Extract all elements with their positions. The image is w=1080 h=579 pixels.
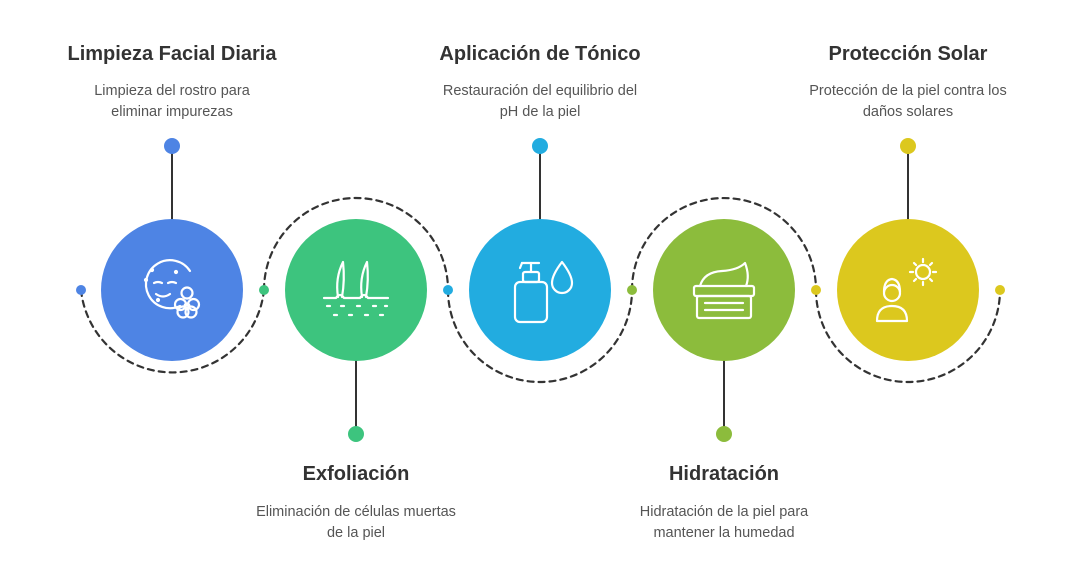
- junction-dot-1-2: [259, 285, 269, 295]
- step4-circle: [653, 219, 795, 361]
- step5-connector-dot: [900, 138, 916, 154]
- junction-dot-2-3: [443, 285, 453, 295]
- skin-layers-icon: [322, 260, 390, 317]
- step2-description-line2: de la piel: [327, 525, 385, 541]
- step3-circle: [469, 219, 611, 361]
- junction-dot-end: [995, 285, 1005, 295]
- step1-description-line1: Limpieza del rostro para: [94, 83, 250, 99]
- step5-description-line2: daños solares: [863, 104, 953, 120]
- step1-connector-dot: [164, 138, 180, 154]
- person-with-sun-icon: [875, 257, 938, 323]
- step1-title: Limpieza Facial Diaria: [68, 43, 278, 65]
- step3-title: Aplicación de Tónico: [439, 43, 640, 65]
- arc-step4-step5-bottom: [814, 288, 1002, 384]
- step1-description-line2: eliminar impurezas: [111, 104, 233, 120]
- step2-connector-dot: [348, 426, 364, 442]
- smiling-face-with-flower-icon: [143, 259, 201, 319]
- step2-title: Exfoliación: [303, 463, 410, 485]
- path-junction-dots: [76, 285, 1005, 295]
- arc-step3-step4-top: [630, 196, 818, 292]
- arc-step1-step2-top: [262, 196, 450, 292]
- arc-left-bottom: [79, 288, 266, 374]
- junction-dot-4-5: [811, 285, 821, 295]
- step4-connector-dot: [716, 426, 732, 442]
- junction-dot-3-4: [627, 285, 637, 295]
- step2-description-line1: Eliminación de células muertas: [256, 504, 456, 520]
- step2-circle: [285, 219, 427, 361]
- step5-title: Protección Solar: [829, 43, 988, 65]
- cream-jar-icon: [692, 261, 756, 320]
- arc-step2-step3-bottom: [446, 288, 634, 384]
- step3-connector-dot: [532, 138, 548, 154]
- step-limpieza-facial-diaria: Limpieza Facial Diaria Limpieza del rost…: [68, 43, 278, 361]
- step-hidratacion: Hidratación Hidratación de la piel para …: [640, 219, 809, 541]
- step4-title: Hidratación: [669, 463, 779, 485]
- dashed-flow-path: [79, 196, 1002, 384]
- step4-description-line2: mantener la humedad: [653, 525, 794, 541]
- junction-dot-start: [76, 285, 86, 295]
- step-aplicacion-de-tonico: Aplicación de Tónico Restauración del eq…: [439, 43, 641, 361]
- step-proteccion-solar: Protección Solar Protección de la piel c…: [809, 43, 1007, 361]
- pump-bottle-and-drop-icon: [513, 260, 574, 324]
- step4-description-line1: Hidratación de la piel para: [640, 504, 809, 520]
- step3-description-line2: pH de la piel: [500, 104, 581, 120]
- step-exfoliacion: Exfoliación Eliminación de células muert…: [256, 219, 456, 541]
- step5-circle: [837, 219, 979, 361]
- step5-description-line1: Protección de la piel contra los: [809, 83, 1006, 99]
- step3-description-line1: Restauración del equilibrio del: [443, 83, 637, 99]
- step1-circle: [101, 219, 243, 361]
